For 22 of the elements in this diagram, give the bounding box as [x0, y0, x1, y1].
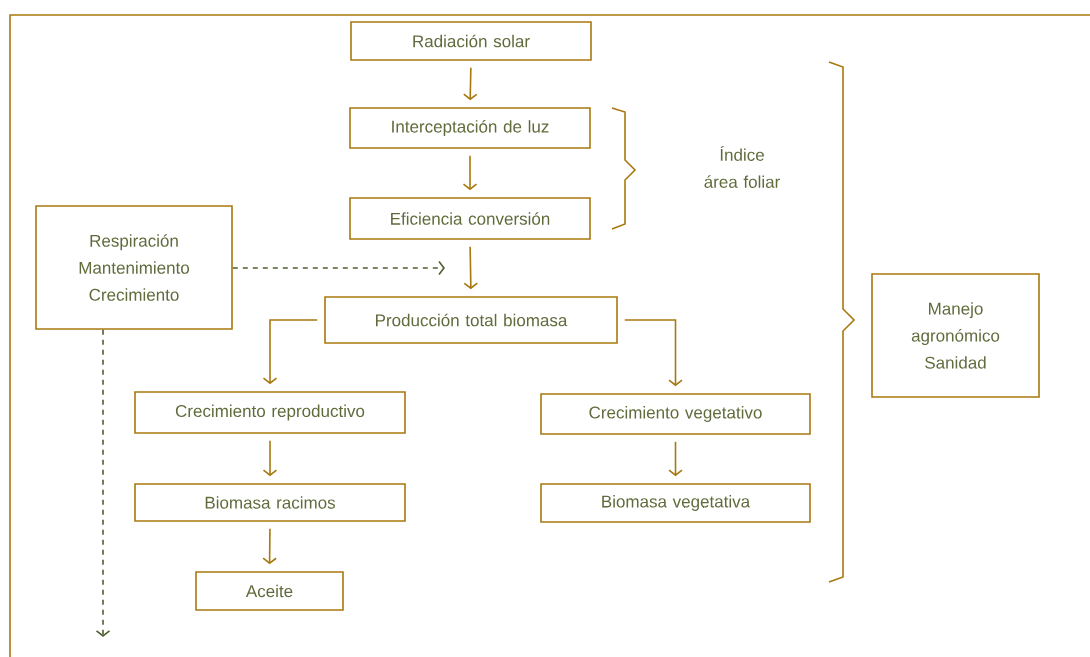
arrow — [668, 441, 683, 477]
arrow — [262, 440, 278, 477]
arrow — [262, 319, 318, 385]
arrow — [463, 246, 479, 290]
process-box: Interceptación de luz — [349, 107, 591, 149]
process-box: Producción total biomasa — [324, 296, 618, 344]
arrow — [232, 260, 445, 276]
arrow — [95, 329, 111, 637]
arrow — [624, 319, 683, 387]
arrow — [262, 528, 277, 565]
process-box: Crecimiento vegetativo — [540, 393, 811, 435]
brace-label: Índice área foliar — [704, 146, 780, 188]
arrow — [463, 67, 478, 101]
process-box: Radiación solar — [350, 21, 592, 61]
process-box: Respiración Mantenimiento Crecimiento — [35, 205, 233, 330]
process-box: Aceite — [195, 571, 344, 611]
process-box: Manejo agronómico Sanidad — [871, 273, 1040, 398]
process-box: Biomasa racimos — [134, 483, 406, 522]
process-box: Crecimiento reproductivo — [134, 391, 406, 434]
arrow — [462, 155, 478, 191]
process-box: Eficiencia conversión — [349, 197, 591, 240]
process-box: Biomasa vegetativa — [540, 483, 811, 523]
